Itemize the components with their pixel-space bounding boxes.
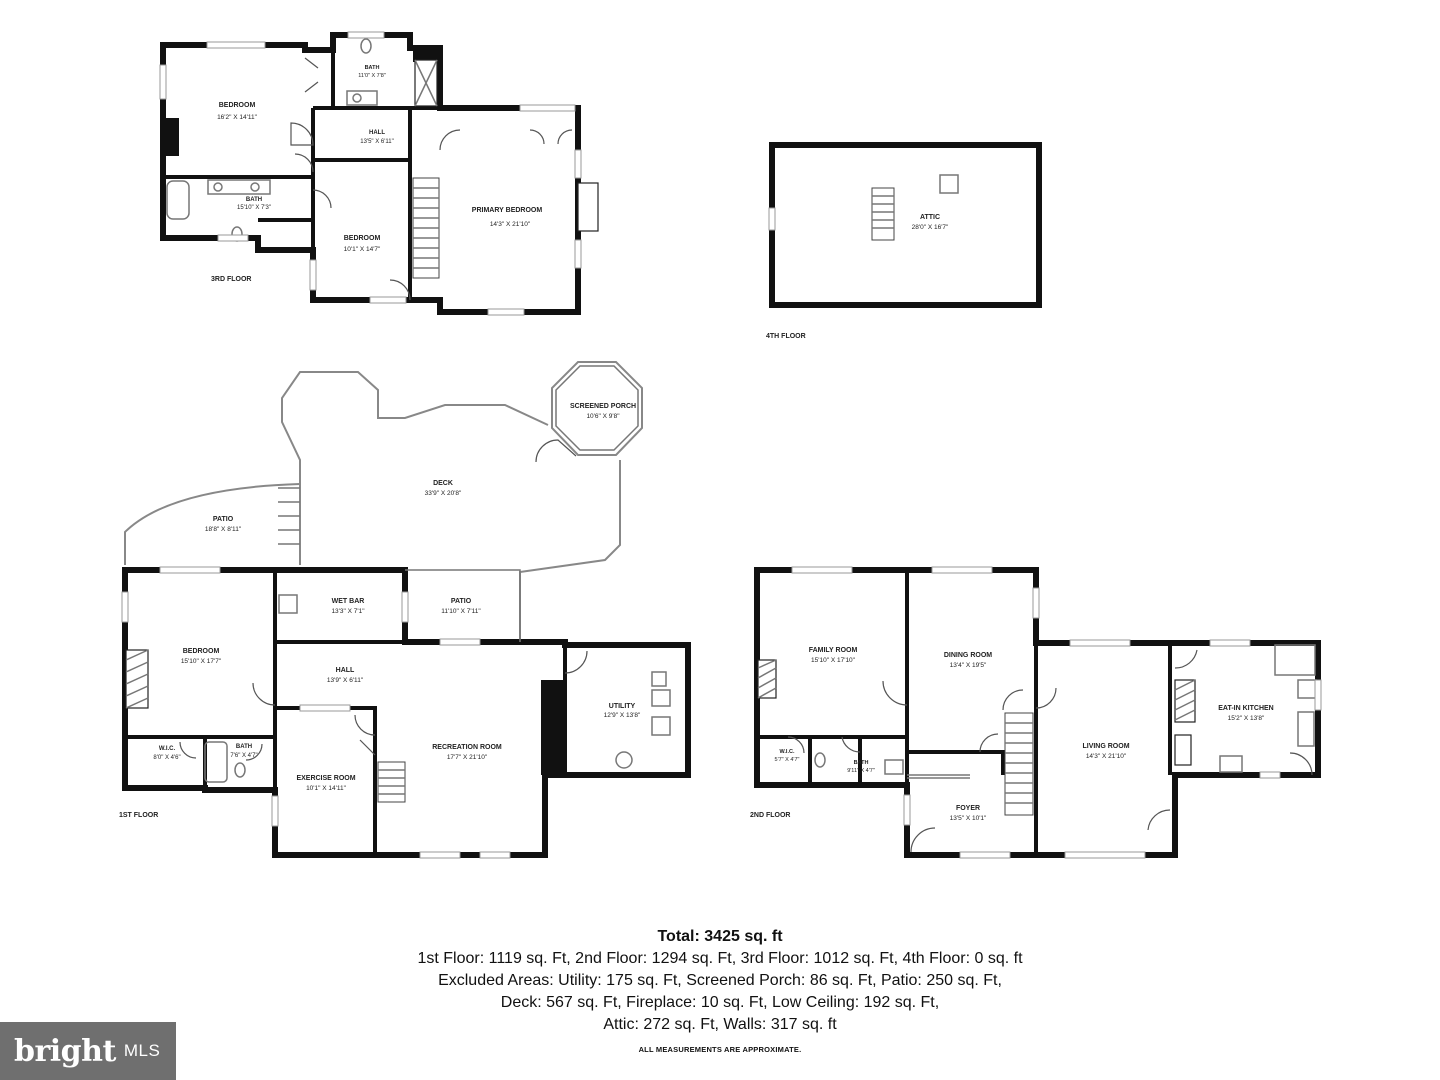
summary-line: 1st Floor: 1119 sq. Ft, 2nd Floor: 1294 …: [417, 950, 1023, 967]
bright-mls-logo: bright MLS: [0, 1022, 176, 1080]
room-dims: 13'9" X 6'11": [327, 677, 364, 684]
room-dims: 33'9" X 20'8": [425, 490, 462, 497]
total-area: Total: 3425 sq. ft: [657, 928, 783, 945]
summary-line: Attic: 272 sq. Ft, Walls: 317 sq. ft: [603, 1016, 837, 1033]
area-summary: Total: 3425 sq. ft 1st Floor: 1119 sq. F…: [0, 926, 1440, 1036]
room-name: HALL: [369, 130, 385, 136]
room-name: BATH: [246, 197, 262, 203]
third-floor-plan: BEDROOM 16'2" X 14'11" BATH 11'0" X 7'8"…: [159, 31, 599, 316]
second-floor-plan: FAMILY ROOM 15'10" X 17'10" DINING ROOM …: [750, 566, 1322, 859]
room-dims: 13'3" X 7'1": [331, 608, 365, 615]
room-dims: 14'3" X 21'10": [490, 221, 531, 228]
room-dims: 11'10" X 7'11": [441, 608, 481, 615]
room-dims: 14'3" X 21'10": [1086, 753, 1127, 760]
room-dims: 28'0" X 16'7": [912, 224, 949, 231]
logo-brand: bright: [14, 1033, 116, 1069]
room-dims: 11'0" X 7'8": [358, 73, 386, 79]
room-dims: 15'2" X 13'8": [1228, 715, 1265, 722]
room-dims: 13'4" X 19'5": [950, 662, 987, 669]
floor-label-first: 1ST FLOOR: [119, 812, 158, 819]
summary-line: Excluded Areas: Utility: 175 sq. Ft, Scr…: [438, 972, 1002, 989]
first-floor-plan: SCREENED PORCH 10'6" X 9'8" DECK 33'9" X…: [119, 361, 691, 859]
room-dims: 10'1" X 14'7": [344, 246, 381, 253]
room-name: W.I.C.: [780, 749, 795, 755]
room-dims: 7'6" X 4'7": [230, 753, 257, 759]
room-dims: 13'5" X 6'11": [360, 139, 393, 145]
room-dims: 10'6" X 9'8": [586, 413, 620, 420]
room-name: BATH: [365, 65, 380, 71]
room-name: WET BAR: [332, 598, 365, 605]
room-dims: 8'0" X 4'6": [153, 755, 180, 761]
room-name: LIVING ROOM: [1082, 743, 1129, 750]
room-name: SCREENED PORCH: [570, 403, 636, 410]
disclaimer: ALL MEASUREMENTS ARE APPROXIMATE.: [638, 1045, 802, 1054]
room-dims: 17'7" X 21'10": [447, 754, 488, 761]
room-dims: 5'7" X 4'7": [775, 757, 800, 763]
logo-suffix: MLS: [123, 1041, 161, 1060]
room-name: PRIMARY BEDROOM: [472, 207, 543, 214]
room-name: FOYER: [956, 805, 980, 812]
room-dims: 10'1" X 14'11": [306, 785, 347, 792]
room-dims: 15'10" X 7'3": [237, 205, 271, 211]
room-dims: 15'10" X 17'10": [811, 657, 856, 664]
room-dims: 12'9" X 13'8": [604, 712, 641, 719]
room-name: BEDROOM: [344, 235, 381, 242]
floor-label-fourth: 4TH FLOOR: [766, 333, 806, 340]
room-name: UTILITY: [609, 703, 636, 710]
room-name: BEDROOM: [219, 102, 256, 109]
room-dims: 15'10" X 17'7": [181, 658, 222, 665]
summary-line: Deck: 567 sq. Ft, Fireplace: 10 sq. Ft, …: [500, 994, 940, 1011]
room-name: BATH: [854, 760, 869, 766]
room-dims: 16'2" X 14'11": [217, 114, 258, 121]
room-name: BEDROOM: [183, 648, 220, 655]
room-name: ATTIC: [920, 214, 940, 221]
room-name: DECK: [433, 480, 453, 487]
room-name: HALL: [336, 667, 355, 674]
floor-label-second: 2ND FLOOR: [750, 812, 790, 819]
floor-label-third: 3RD FLOOR: [211, 276, 251, 283]
room-name: PATIO: [213, 516, 234, 523]
room-dims: 18'8" X 8'11": [205, 526, 242, 533]
room-dims: 9'11" X 4'7": [847, 768, 875, 774]
room-name: EAT-IN KITCHEN: [1218, 705, 1273, 712]
room-name: BATH: [236, 744, 252, 750]
fourth-floor-plan: ATTIC 28'0" X 16'7" 4TH FLOOR: [766, 142, 1042, 340]
room-name: PATIO: [451, 598, 472, 605]
room-name: EXERCISE ROOM: [296, 775, 355, 782]
room-dims: 13'5" X 10'1": [950, 815, 987, 822]
room-name: RECREATION ROOM: [432, 744, 502, 751]
room-name: FAMILY ROOM: [809, 647, 858, 654]
room-name: W.I.C.: [159, 746, 176, 752]
room-name: DINING ROOM: [944, 652, 992, 659]
